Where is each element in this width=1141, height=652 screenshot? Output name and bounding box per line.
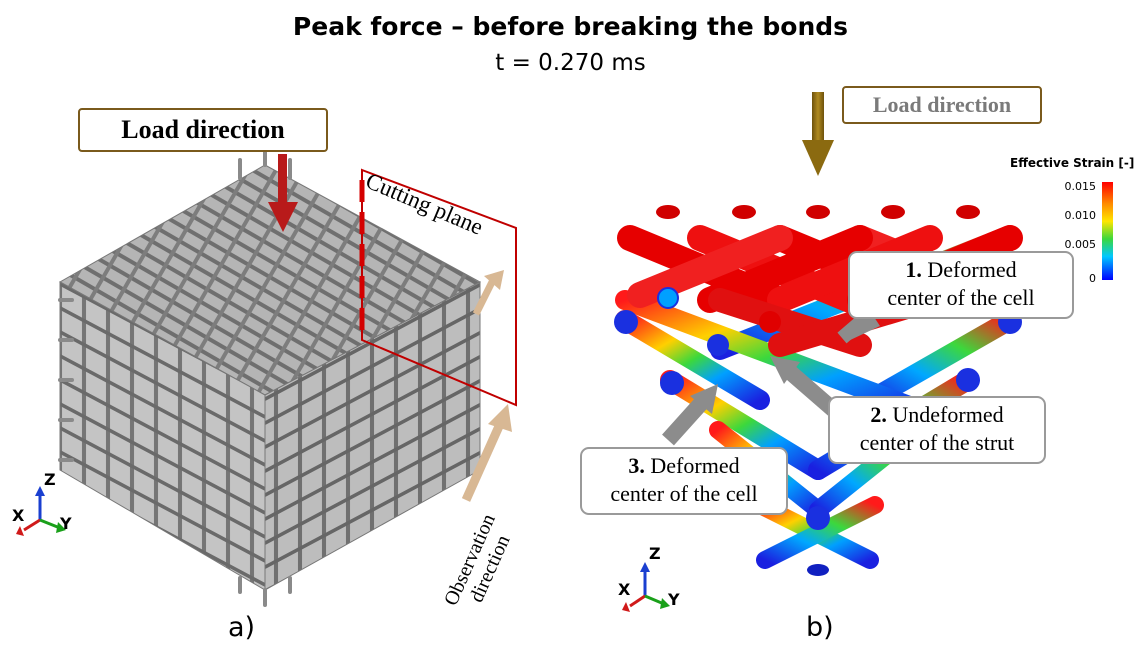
axis-z-label-b: Z (649, 544, 661, 563)
callout-2-line2: center of the strut (859, 430, 1015, 455)
callout-arrow-3 (662, 384, 718, 446)
callout-2-number: 2. (870, 402, 887, 427)
callout-2: 2. Undeformed center of the strut (828, 396, 1046, 464)
callout-2-line1: 2. Undeformed (830, 401, 1044, 429)
load-arrow-a (268, 154, 298, 232)
callout-2-text1: Undeformed (892, 402, 1004, 427)
observation-arrow (461, 404, 512, 502)
callout-1: 1. Deformed center of the cell (848, 251, 1074, 319)
panel-a-label: a) (228, 612, 256, 643)
callout-3: 3. Deformed center of the cell (580, 447, 788, 515)
panel-b-label: b) (806, 612, 834, 643)
figure-title: Peak force – before breaking the bonds (292, 12, 849, 41)
load-direction-label-a: Load direction (78, 108, 328, 152)
callout-3-number: 3. (628, 453, 645, 478)
callout-1-line1: 1. Deformed (850, 256, 1072, 284)
callout-1-line2: center of the cell (887, 285, 1035, 310)
callout-3-text1: Deformed (650, 453, 740, 478)
legend-tick: 0.015 (1064, 180, 1097, 193)
legend-tick: 0.010 (1064, 209, 1097, 222)
callout-3-line1: 3. Deformed (582, 452, 786, 480)
callout-1-number: 1. (905, 257, 922, 282)
callout-3-line2: center of the cell (610, 481, 758, 506)
axis-z-label-a: Z (44, 470, 56, 489)
axis-y-label-a: Y (60, 514, 72, 533)
observation-arrow-upper (472, 270, 504, 316)
axis-y-label-b: Y (668, 590, 680, 609)
load-arrow-b (802, 92, 834, 176)
axis-x-label-a: X (12, 506, 25, 525)
figure-subtitle: t = 0.270 ms (495, 50, 646, 76)
legend-title: Effective Strain [-] (1010, 156, 1135, 170)
legend-tick: 0 (1089, 272, 1096, 285)
callout-1-text1: Deformed (927, 257, 1017, 282)
strain-colorbar (1102, 182, 1113, 280)
axis-x-label-b: X (618, 580, 631, 599)
legend-tick: 0.005 (1064, 238, 1097, 251)
load-direction-label-b: Load direction (842, 86, 1042, 124)
